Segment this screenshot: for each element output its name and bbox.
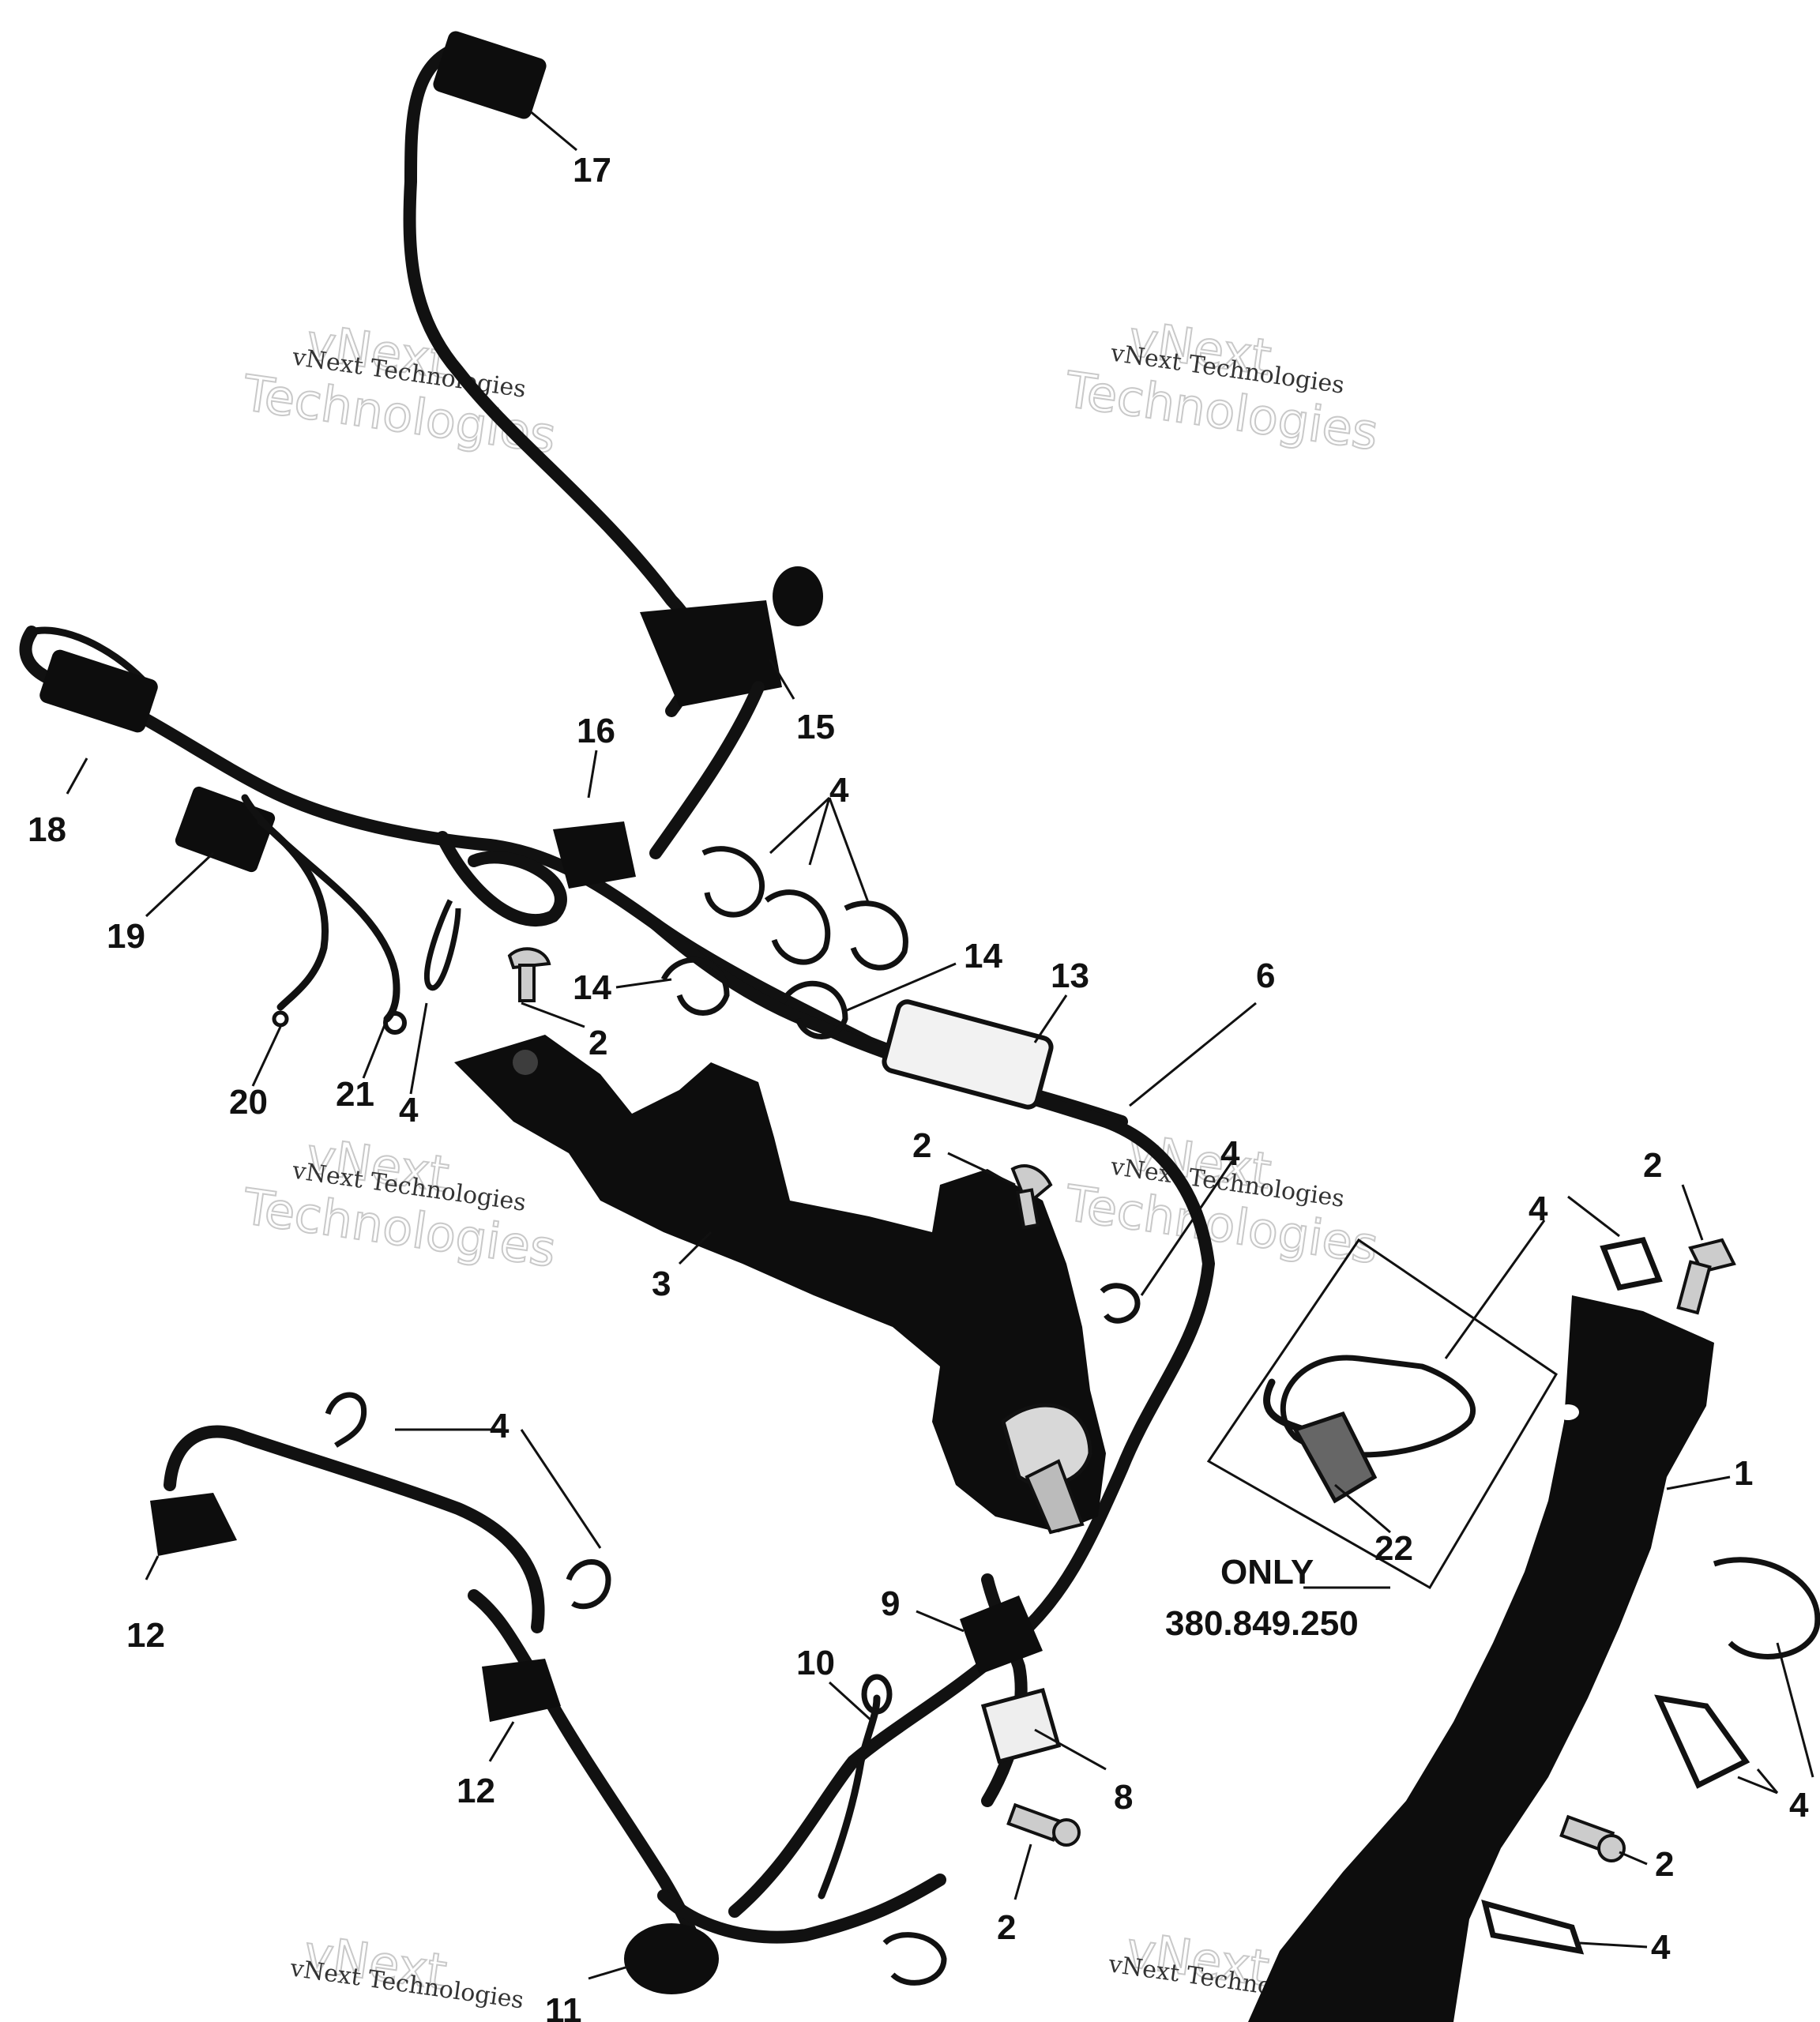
callout-12: 12 bbox=[126, 1616, 165, 1655]
ring-terminal-10 bbox=[861, 1674, 893, 1715]
clamp-4 bbox=[764, 889, 831, 965]
callout-2: 2 bbox=[588, 1024, 607, 1062]
left-harness-branch bbox=[19, 626, 1128, 1128]
callout-4: 4 bbox=[1220, 1134, 1240, 1173]
connector-12-b bbox=[482, 1659, 561, 1722]
callout-4: 4 bbox=[399, 1091, 419, 1129]
connector-22 bbox=[1292, 1411, 1378, 1504]
connector-17 bbox=[433, 31, 547, 119]
callout-labels: 17 15 16 18 19 4 14 14 13 6 2 20 21 4 2 … bbox=[28, 151, 1809, 2022]
connector-13 bbox=[882, 999, 1054, 1110]
ring-terminal-20 bbox=[272, 1010, 289, 1028]
callout-14: 14 bbox=[573, 968, 611, 1007]
callout-18: 18 bbox=[28, 810, 66, 849]
callout-13: 13 bbox=[1051, 957, 1089, 995]
note-only: ONLY bbox=[1220, 1553, 1314, 1592]
callout-17: 17 bbox=[573, 151, 611, 190]
variant-note: ONLY 380.849.250 bbox=[1165, 1553, 1359, 1643]
callout-12: 12 bbox=[457, 1772, 495, 1810]
callout-15: 15 bbox=[796, 708, 835, 746]
callout-2: 2 bbox=[912, 1126, 931, 1165]
coil-bracket-3 bbox=[454, 1035, 1106, 1535]
connector-16 bbox=[553, 821, 636, 889]
frame-rail-1 bbox=[1248, 1295, 1714, 2022]
clamp-4 bbox=[1713, 1557, 1820, 1659]
bolt-2-right-low bbox=[1559, 1814, 1626, 1862]
clamp-4 bbox=[325, 1392, 367, 1448]
connector-15 bbox=[640, 600, 782, 707]
callout-2: 2 bbox=[1655, 1845, 1674, 1884]
callout-16: 16 bbox=[577, 712, 615, 750]
upper-harness-branch bbox=[403, 31, 823, 859]
connector-12-a bbox=[150, 1493, 237, 1556]
callout-10: 10 bbox=[796, 1644, 835, 1682]
leader-lines bbox=[66, 109, 1814, 1980]
callout-9: 9 bbox=[881, 1584, 900, 1623]
callout-4: 4 bbox=[829, 771, 849, 810]
clamp-4 bbox=[1481, 1900, 1585, 1955]
note-part-number: 380.849.250 bbox=[1165, 1604, 1359, 1643]
main-harness-body bbox=[649, 918, 1215, 1918]
variant-inset bbox=[1206, 1238, 1559, 1590]
protective-sleeve-8 bbox=[980, 1687, 1062, 1765]
callout-4: 4 bbox=[490, 1407, 510, 1445]
clamp-4 bbox=[882, 1932, 947, 1986]
callout-8: 8 bbox=[1114, 1778, 1133, 1817]
bolt-2-right-top bbox=[1676, 1238, 1736, 1315]
callout-3: 3 bbox=[652, 1265, 671, 1303]
callout-14: 14 bbox=[964, 937, 1002, 975]
clamp-4 bbox=[566, 1559, 611, 1610]
clip-14-b bbox=[779, 980, 848, 1039]
clamp-4 bbox=[1100, 1283, 1141, 1324]
lower-harness-branch bbox=[150, 1425, 1062, 1994]
callout-6: 6 bbox=[1256, 957, 1275, 995]
clamp-4 bbox=[1654, 1694, 1750, 1789]
callout-11: 11 bbox=[545, 1991, 582, 2022]
bolt-2-upper-left bbox=[507, 947, 551, 1002]
callout-2: 2 bbox=[1643, 1146, 1662, 1185]
clamps-4 bbox=[325, 846, 1820, 1986]
callout-4: 4 bbox=[1651, 1928, 1671, 1967]
connector-11 bbox=[624, 1923, 719, 1994]
bolt-2-center bbox=[1010, 1164, 1053, 1230]
connector-18 bbox=[39, 649, 158, 733]
callout-22: 22 bbox=[1374, 1529, 1413, 1568]
callout-4: 4 bbox=[1789, 1786, 1809, 1825]
callout-2: 2 bbox=[997, 1908, 1016, 1947]
clip-14-a bbox=[660, 957, 730, 1016]
ring-terminal-21 bbox=[383, 1011, 407, 1035]
clamp-4 bbox=[844, 900, 908, 971]
clamp-4 bbox=[701, 846, 765, 918]
clamp-4 bbox=[1600, 1236, 1663, 1291]
clamp-4 bbox=[423, 899, 461, 991]
bolt-2-lower-center bbox=[1006, 1802, 1081, 1847]
callout-1: 1 bbox=[1734, 1454, 1753, 1493]
connector-19 bbox=[175, 786, 276, 873]
callout-20: 20 bbox=[229, 1083, 268, 1122]
callout-19: 19 bbox=[107, 917, 145, 956]
callout-21: 21 bbox=[336, 1075, 374, 1114]
watermark-group: vNext Technologies vNext Technologies vN… bbox=[239, 309, 1383, 2015]
connector-9 bbox=[960, 1595, 1043, 1674]
callout-4: 4 bbox=[1529, 1190, 1548, 1228]
